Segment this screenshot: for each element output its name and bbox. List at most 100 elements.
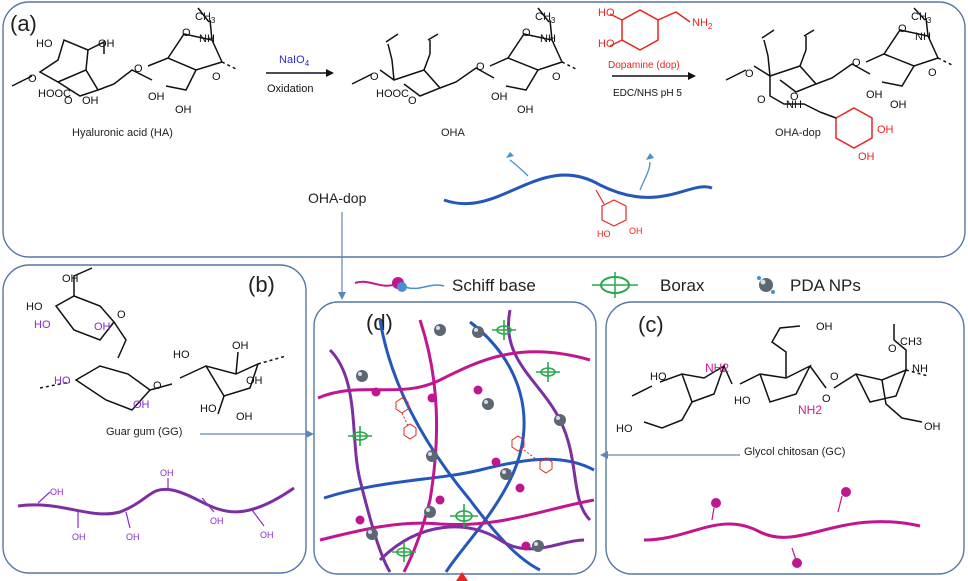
ha-structure: O HO OH HOOC O OH O NH O CH3 OH OH O <box>11 7 239 116</box>
gg-chain-oh-2: OH <box>72 532 86 542</box>
gg-label: Guar gum (GG) <box>106 426 182 438</box>
gg-link <box>113 321 127 359</box>
gc-pendant-3 <box>837 495 843 513</box>
legend-schiff-line <box>354 280 397 287</box>
borax-1 <box>348 426 372 446</box>
gg-chain-oh-4: OH <box>160 468 174 478</box>
chain-pendant-1-head <box>506 152 514 158</box>
oha-hooc-label: HOOC <box>376 88 409 100</box>
reaction-arrow-1-head <box>326 69 334 77</box>
gg-pendant-3 <box>125 511 131 529</box>
pda-np-5 <box>482 398 494 410</box>
oha-o4-label: O <box>552 71 561 83</box>
ha-ho-label: HO <box>36 38 53 50</box>
gg-oh-5: OH <box>246 375 263 387</box>
panel-b-frame <box>2 264 307 574</box>
gc-pendant-2-head <box>792 558 802 568</box>
gg-ho-1: HO <box>26 301 43 313</box>
network-oha-chain-3 <box>444 320 526 573</box>
catechol-oh: OH <box>629 226 643 236</box>
reagent-naio4: NaIO4 <box>279 54 310 68</box>
pda-icon-dot1 <box>757 276 761 280</box>
gc-oh-2: OH <box>924 421 941 433</box>
gc-nh2-2: NH2 <box>798 403 822 417</box>
network-gc-chain-3 <box>319 498 595 542</box>
schiff-7 <box>355 515 365 525</box>
ha-o2-label: O <box>64 95 73 107</box>
oha-oh-label: OH <box>491 91 508 103</box>
gg-ho-3: HO <box>54 375 71 387</box>
network-oha-chain-1 <box>323 457 595 500</box>
ha-oh3-label: OH <box>148 91 165 103</box>
oha-o3-label: O <box>522 27 531 39</box>
panel-c-frame <box>605 301 965 575</box>
gc-label: Glycol chitosan (GC) <box>744 446 845 458</box>
pda-icon-highlight <box>760 279 766 285</box>
network-gg-chain-3 <box>378 525 585 562</box>
gg-ch2oh-top <box>73 267 93 296</box>
legend-pda-label: PDA NPs <box>790 276 861 295</box>
ohadop-nh2-label: NH <box>915 31 931 43</box>
ohadop-oh-label: OH <box>866 89 883 101</box>
ohadop-ch3-label: CH3 <box>911 11 932 25</box>
ohadop-cat-oh2: OH <box>858 151 875 163</box>
network-catechol-motifs <box>395 397 553 474</box>
reaction-arrow-2-head <box>688 72 696 80</box>
oha-o-label: O <box>370 71 379 83</box>
gg-pendant-6 <box>251 509 265 527</box>
pda-np-10 <box>554 414 566 426</box>
gg-chain-oh-3: OH <box>126 532 140 542</box>
gg-oh-2: OH <box>94 321 111 333</box>
reagent-edc: EDC/NHS pH 5 <box>613 88 682 99</box>
gc-chain <box>643 520 921 542</box>
panel-b-tag: (b) <box>248 272 275 297</box>
gc-pendant-3-head <box>841 487 851 497</box>
gg-pendant-1 <box>37 491 51 504</box>
oha-structure: O HOOC O O OH OH NH O CH3 O <box>351 7 579 116</box>
gc-glycol-3 <box>881 379 923 423</box>
gc-oh-1: OH <box>816 321 833 333</box>
ha-glyco-o: O <box>134 63 143 75</box>
borax-5 <box>392 542 416 562</box>
ha-o3-label: O <box>182 27 191 39</box>
gc-nh2-1: NH2 <box>705 361 729 375</box>
pda-np-1 <box>356 370 368 382</box>
gc-nh-label: NH <box>912 363 928 375</box>
dopamine-ho2: HO <box>598 38 615 50</box>
reagent-dopamine: Dopamine (dop) <box>608 60 680 71</box>
ohadop-cat-oh1: OH <box>877 124 894 136</box>
ohadop-o2-label: O <box>790 91 799 103</box>
legend-schiff-label: Schiff base <box>452 276 536 295</box>
chain-pendant-2-head <box>646 153 654 160</box>
gc-pendant-2 <box>791 547 797 561</box>
gg-left-end <box>39 381 71 389</box>
oha-dop-structure <box>725 7 955 149</box>
gg-chain-oh-5: OH <box>210 516 224 526</box>
ha-label: Hyaluronic acid (HA) <box>72 127 173 139</box>
ohadop-nh-label: NH <box>786 99 802 111</box>
oha-oh2-label: OH <box>517 104 534 116</box>
bottom-marker <box>456 572 468 581</box>
network-pda-nps <box>356 324 566 552</box>
legend-schiff-dot2 <box>397 282 407 292</box>
legend: Schiff base Borax PDA NPs <box>354 272 861 298</box>
pda-np-6 <box>500 468 512 480</box>
gc-pendant-1-head <box>711 498 721 508</box>
oha-dop-chain-label: OHA-dop <box>308 190 367 206</box>
ha-ch3-label: CH3 <box>195 11 216 25</box>
gg-chain-oh-1: OH <box>50 487 64 497</box>
gg-glyco <box>149 383 173 391</box>
panel-d: (d) <box>313 301 597 575</box>
gc-pendant-1 <box>711 507 715 521</box>
schiff-2 <box>427 393 437 403</box>
catechol-link <box>595 189 605 205</box>
gg-ho-4: HO <box>173 349 190 361</box>
arrow-oha-to-d-head <box>338 292 346 300</box>
catechol-ring <box>601 199 627 227</box>
borax-2 <box>492 320 516 340</box>
panel-a-frame <box>2 1 966 258</box>
schiff-1 <box>371 387 381 397</box>
panel-c-tag: (c) <box>638 312 664 337</box>
schiff-5 <box>515 483 525 493</box>
gg-oh-1: OH <box>62 273 79 285</box>
